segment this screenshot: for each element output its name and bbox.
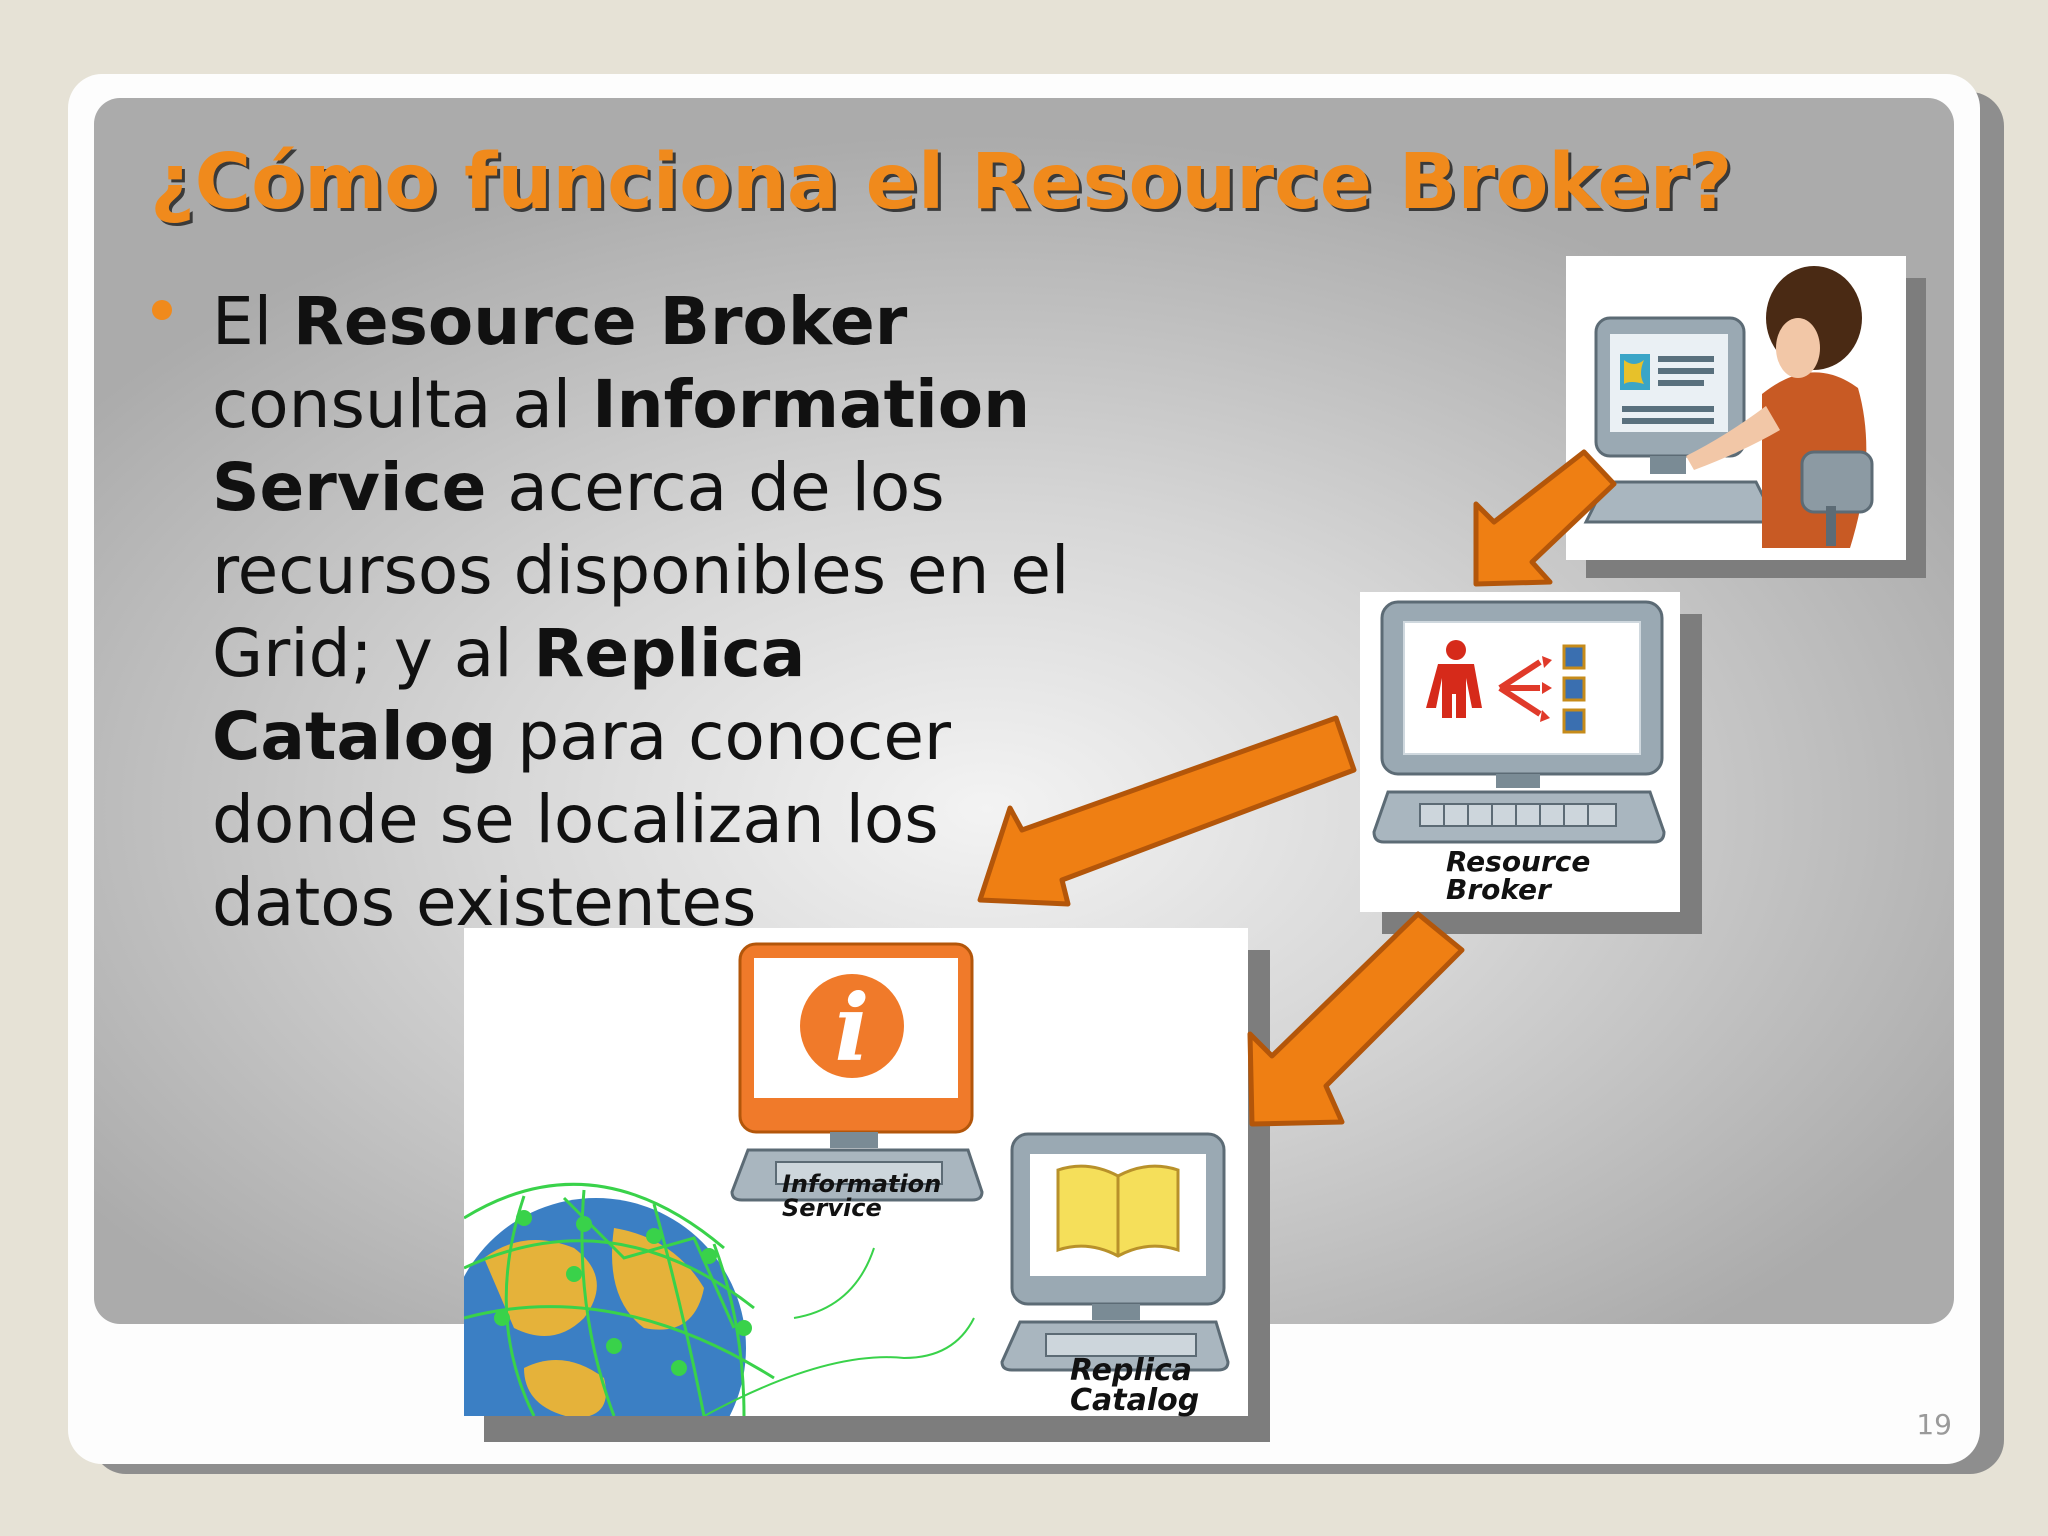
grid-globe-icon (464, 1182, 975, 1416)
slide-number: 19 (1916, 1408, 1952, 1441)
replica-catalog-computer-icon (1000, 1132, 1230, 1372)
resource-broker-label: Resource Broker (1446, 845, 1591, 906)
bullet-bold-term: Information Service (212, 366, 1031, 526)
bullet-bold-term: Resource Broker (293, 283, 908, 360)
services-card: i Information Service Replica Catalog (464, 928, 1248, 1416)
resource-broker-card: Resource Broker (1360, 592, 1680, 912)
resource-broker-computer-icon (1372, 600, 1666, 844)
user-at-computer-icon (1583, 266, 1874, 548)
information-service-label: Information Service (782, 1170, 942, 1222)
bullet-bold-term: Replica Catalog (212, 615, 806, 775)
bullet-text-segment: El (212, 283, 294, 360)
bullet-dot-icon (152, 300, 172, 320)
bullet-text: El Resource Broker consulta al Informati… (212, 280, 1112, 944)
information-service-computer-icon: i (730, 942, 984, 1202)
bullet-text-segment: acerca de los recursos disponibles en el… (212, 449, 1070, 692)
user-card (1566, 256, 1906, 560)
svg-text:i: i (835, 974, 870, 1082)
services-diagram: i (464, 942, 1230, 1416)
replica-catalog-label: Replica Catalog (1070, 1353, 1200, 1418)
slide-title: ¿Cómo funciona el Resource Broker? (150, 138, 1733, 227)
bullet-text-segment: consulta al (212, 366, 593, 443)
